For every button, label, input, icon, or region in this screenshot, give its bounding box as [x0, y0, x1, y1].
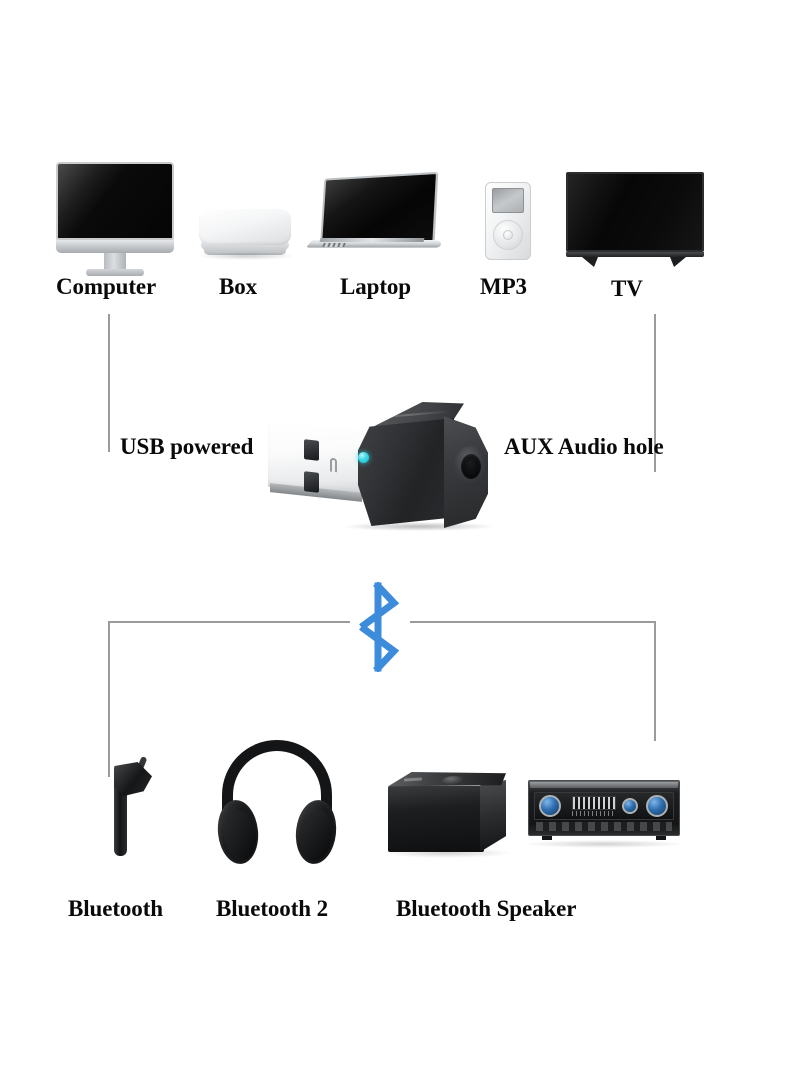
label-tv: TV — [611, 276, 643, 301]
aux-audio-jack — [461, 454, 481, 479]
television-icon — [566, 172, 704, 252]
connector-line-receivers-left — [108, 621, 110, 777]
label-mp3: MP3 — [480, 274, 527, 299]
device-mp3 — [485, 182, 531, 260]
speaker-side-panel — [480, 780, 506, 852]
device-bluetooth-earpiece — [96, 752, 166, 868]
amplifier-gain-knob — [646, 795, 668, 817]
box-base — [204, 247, 286, 255]
tv-foot-left — [582, 257, 598, 267]
tv-foot-right — [670, 257, 686, 267]
connector-line-sources-right — [654, 314, 656, 472]
label-laptop: Laptop — [340, 274, 411, 299]
computer-stand-foot — [86, 269, 144, 276]
connector-line-bt-right-horizontal — [410, 621, 656, 623]
amplifier-button-row — [536, 822, 672, 831]
bluetooth-logo — [356, 581, 402, 673]
device-bluetooth-speaker — [388, 772, 506, 854]
amplifier-foot-right — [656, 836, 666, 840]
device-laptop — [305, 171, 444, 262]
amplifier-top-lip — [530, 782, 678, 788]
apple-logo-icon:  — [111, 243, 119, 253]
bluetooth-headphones-icon — [222, 740, 332, 828]
tv-chin — [566, 252, 704, 257]
usb-contact-notch-top — [304, 439, 319, 461]
bluetooth-earpiece-icon — [114, 762, 152, 796]
device-tv — [566, 172, 704, 268]
mp3-screen — [492, 188, 524, 213]
set-top-box-icon — [199, 209, 291, 245]
usb-retention-hook — [330, 457, 337, 473]
amplifier-foot-left — [542, 836, 552, 840]
label-aux-audio-hole: AUX Audio hole — [504, 434, 664, 459]
mp3-click-wheel — [493, 220, 523, 250]
laptop-ports — [322, 243, 346, 247]
connector-line-bt-left-horizontal — [108, 621, 350, 623]
label-computer: Computer — [56, 274, 157, 299]
bluetooth-icon — [359, 581, 400, 673]
computer-stand-neck — [104, 253, 126, 271]
desktop-computer-icon — [56, 162, 174, 240]
box-shadow — [196, 252, 296, 260]
amplifier-tone-knob — [622, 798, 638, 814]
device-audio-amplifier — [528, 780, 680, 842]
amplifier-equalizer-display — [572, 796, 616, 810]
device-bluetooth-headphones — [214, 740, 340, 868]
label-bluetooth-speaker: Bluetooth Speaker — [396, 896, 577, 921]
amplifier-shadow — [522, 840, 686, 848]
speaker-shadow — [382, 848, 512, 858]
usb-contact-notch-bottom — [304, 471, 319, 493]
device-computer:  — [56, 162, 174, 278]
label-bluetooth: Bluetooth — [68, 896, 163, 921]
label-bluetooth-2: Bluetooth 2 — [216, 896, 328, 921]
adapter-housing — [352, 402, 488, 528]
connector-line-receivers-right — [654, 621, 656, 741]
computer-chin — [56, 240, 174, 253]
adapter-side-face — [358, 418, 454, 526]
adapter-shadow — [344, 522, 494, 531]
amplifier-volume-knob — [539, 795, 561, 817]
laptop-icon — [320, 171, 439, 246]
label-usb-powered: USB powered — [120, 434, 254, 459]
status-led — [358, 452, 369, 463]
usb-bluetooth-adapter — [268, 396, 500, 536]
amplifier-equalizer-scale — [572, 811, 616, 816]
device-box — [199, 209, 291, 257]
label-box: Box — [219, 274, 258, 299]
laptop-hinge — [319, 238, 425, 242]
connector-line-sources-left — [108, 314, 110, 452]
bluetooth-speaker-icon — [388, 786, 484, 852]
